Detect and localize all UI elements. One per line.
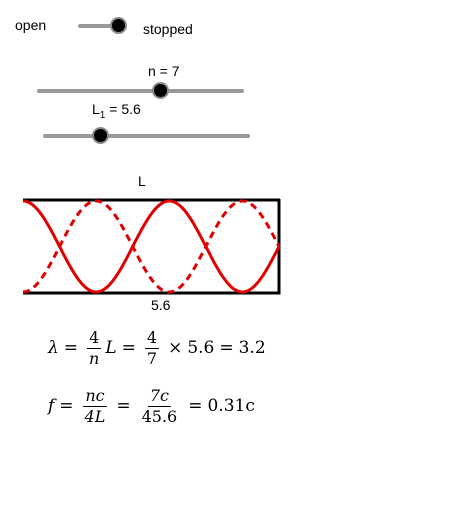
fraction-numerator: nc [83, 385, 107, 407]
equals-sign: = [59, 396, 74, 416]
fraction-numerator: 4 [87, 327, 102, 349]
fraction-denominator: 7 [146, 348, 158, 368]
n-slider-label: n = 7 [148, 63, 180, 79]
fraction-nc-over-4L: nc 4L [83, 385, 108, 426]
times-sign: × [168, 338, 183, 358]
wavelength-result: 3.2 [238, 338, 266, 358]
fraction-4-over-n: 4 n [87, 327, 102, 368]
fraction-denominator: 45.6 [141, 406, 178, 426]
equals-sign: = [188, 396, 203, 416]
frequency-symbol: f [48, 396, 55, 416]
wavelength-equation: λ = 4 n L = 4 7 × 5.6 = 3.2 [48, 326, 266, 370]
L1-slider-label: L1 = 5.6 [92, 101, 141, 124]
length-value: 5.6 [187, 338, 215, 358]
fraction-denominator: n [89, 348, 100, 368]
open-stopped-toggle-track[interactable] [78, 24, 124, 28]
equals-sign: = [116, 396, 131, 416]
toggle-label-open: open [15, 17, 47, 33]
L1-label-value: = 5.6 [105, 101, 141, 117]
equals-sign: = [219, 338, 234, 358]
lambda-symbol: λ [48, 338, 59, 358]
fraction-numerator: 4 [144, 327, 160, 349]
fraction-denominator: 4L [84, 406, 106, 426]
frequency-result: 0.31c [207, 396, 255, 416]
n-slider-knob[interactable] [152, 82, 169, 99]
L1-slider-knob[interactable] [92, 127, 109, 144]
frequency-equation: f = nc 4L = 7c 45.6 = 0.31c [48, 384, 255, 428]
n-slider-track[interactable] [37, 89, 244, 93]
fraction-7c-over-45-6: 7c 45.6 [140, 385, 180, 426]
L1-slider-track[interactable] [43, 134, 250, 138]
fraction-numerator: 7c [147, 385, 171, 407]
open-stopped-toggle-knob[interactable] [110, 17, 127, 34]
equals-sign: = [63, 338, 79, 358]
L1-label-subscript: 1 [99, 109, 106, 121]
wave-dashed-curve [22, 199, 281, 294]
toggle-label-stopped: stopped [143, 21, 193, 37]
tube-length-label: L [138, 173, 146, 189]
L1-label-main: L [92, 101, 100, 117]
wave-solid-curve [22, 199, 281, 294]
fraction-4-over-7: 4 7 [144, 327, 160, 368]
tube-length-value: 5.6 [151, 297, 171, 313]
equals-sign: = [121, 338, 136, 358]
length-variable: L [105, 338, 117, 358]
